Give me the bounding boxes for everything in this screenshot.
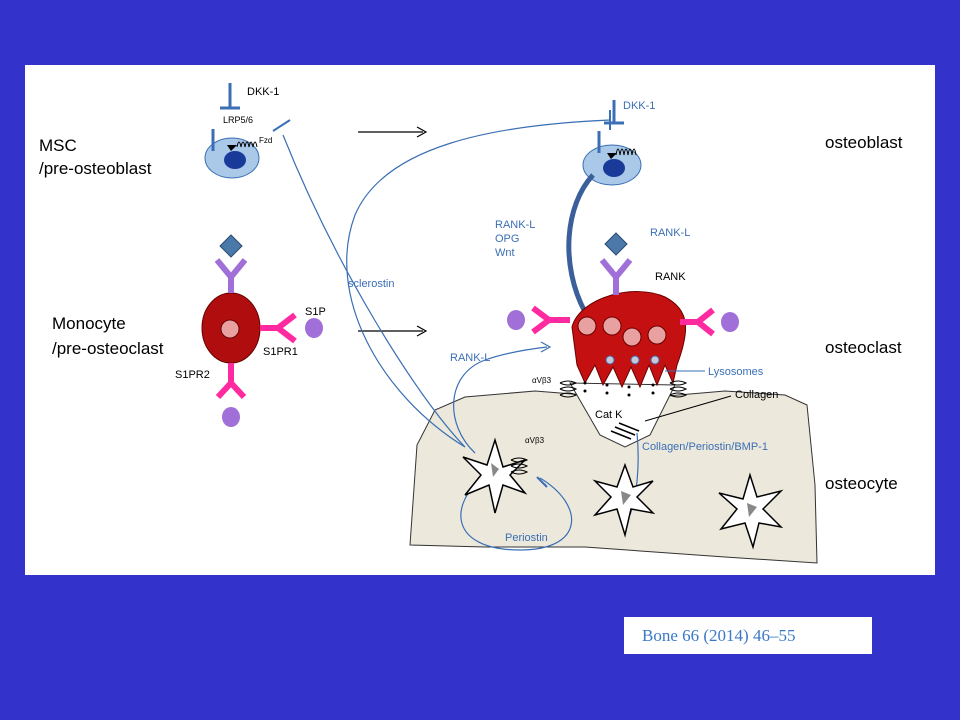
label-avb3-osteoclast: αVβ3: [532, 376, 552, 385]
label-msc: MSC: [39, 136, 77, 155]
label-catk: Cat K: [595, 409, 623, 421]
label-pre-osteoclast: /pre-osteoclast: [52, 339, 164, 358]
label-opg: OPG: [495, 233, 519, 245]
osteoclast-cell: [571, 291, 687, 389]
label-lysosomes: Lysosomes: [708, 366, 764, 378]
integrin-coils-osteoclast: [559, 380, 688, 398]
label-dkk1-osteoblast: DKK-1: [623, 100, 655, 112]
collagen-fibers: [610, 422, 640, 440]
osteocyte-cell-1: [462, 437, 529, 514]
osteocyte-cell-2: [592, 462, 656, 538]
dkk1-inhibitor-msc: [220, 83, 240, 110]
label-s1pr1: S1PR1: [263, 346, 298, 358]
s1pr-receptor-osteoclast-left: [507, 305, 570, 335]
label-pre-osteoblast: /pre-osteoblast: [39, 159, 152, 178]
label-collagen-periostin-bmp1: Collagen/Periostin/BMP-1: [642, 441, 768, 453]
label-lrp56: LRP5/6: [223, 115, 253, 125]
label-periostin: Periostin: [505, 532, 548, 544]
bone-matrix: [409, 390, 818, 564]
monocyte-cell: [201, 292, 261, 364]
fzd-receptor-msc: [236, 141, 258, 148]
fzd-receptor-osteoblast: [615, 148, 637, 156]
s1pr-receptor-osteoclast-right: [680, 307, 739, 337]
arrow-monocyte-to-osteoclast: [358, 325, 428, 337]
sclerostin-line-to-msc: [282, 134, 466, 448]
label-osteoclast: osteoclast: [825, 338, 902, 357]
osteocyte-cell-3: [718, 472, 784, 550]
label-collagen: Collagen: [735, 389, 778, 401]
rankl-osteocyte-arrow: [453, 346, 548, 454]
sclerostin-inhibit-bar-msc: [272, 119, 291, 132]
rank-receptor-osteoclast: [599, 232, 633, 295]
periostin-loop: [460, 469, 573, 551]
periostin-inhibit-bar: [536, 476, 548, 488]
s1pr2-receptor: [215, 363, 247, 427]
label-s1pr2: S1PR2: [175, 369, 210, 381]
dkk1-inhibitor-osteoblast: [604, 100, 624, 125]
label-avb3-osteocyte: αVβ3: [525, 436, 545, 445]
label-sclerostin: sclerostin: [348, 278, 394, 290]
label-osteoblast: osteoblast: [825, 133, 903, 152]
label-rankl-osteoblast: RANK-L: [495, 219, 535, 231]
label-osteocyte: osteocyte: [825, 474, 898, 493]
label-dkk1-msc: DKK-1: [247, 86, 279, 98]
label-wnt: Wnt: [495, 247, 515, 259]
citation-box: Bone 66 (2014) 46–55: [624, 617, 872, 654]
diagram-panel: MSC /pre-osteoblast Monocyte /pre-osteoc…: [25, 65, 935, 575]
osteoblast-osteoclast-connector: [566, 173, 595, 314]
collagen-pointer: [644, 395, 732, 422]
msc-cell: [204, 129, 260, 179]
acid-dots: [583, 381, 655, 397]
label-s1p: S1P: [305, 306, 326, 318]
sclerostin-line-to-osteoblast: [346, 119, 611, 448]
s1pr1-receptor: [260, 312, 323, 344]
label-rankl-osteocyte: RANK-L: [450, 352, 490, 364]
arrow-msc-to-osteoblast: [358, 126, 428, 138]
bone-remodeling-diagram: MSC /pre-osteoblast Monocyte /pre-osteoc…: [39, 83, 903, 564]
label-fzd: Fzd: [259, 136, 272, 145]
rank-receptor-monocyte: [214, 234, 248, 293]
osteoblast-cell: [582, 131, 642, 186]
label-rank: RANK: [655, 271, 686, 283]
label-rankl-top: RANK-L: [650, 227, 690, 239]
label-monocyte: Monocyte: [52, 314, 126, 333]
